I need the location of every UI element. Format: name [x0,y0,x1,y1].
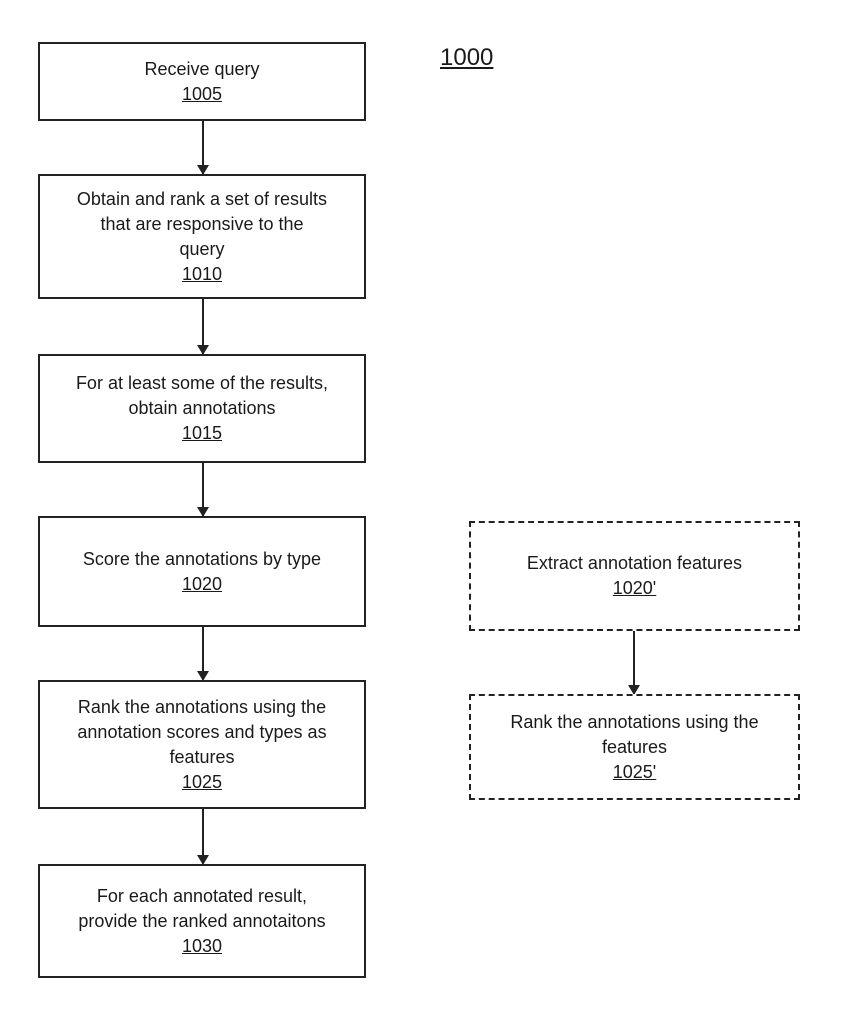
step-ref-number: 1005 [181,83,223,104]
step-ref-number: 1030 [181,935,223,956]
alt-step-box-1020p: Extract annotation features 1020' [469,521,800,631]
step-box-1005: Receive query 1005 [38,42,366,121]
step-text-line: Score the annotations by type [82,548,322,569]
step-text-line: provide the ranked annotaitons [78,910,326,931]
alt-step-box-1025p: Rank the annotations using the features 10… [469,694,800,800]
step-ref-number: 1025 [181,771,223,792]
step-text-line: Rank the annotations using the [77,696,327,717]
step-text-line: features [169,746,235,767]
step-text-line: query [179,238,225,259]
step-box-1015: For at least some of the results, obtain … [38,354,366,463]
step-text-line: obtain annotations [128,398,276,418]
step-text-line: that are responsive to the [100,213,304,234]
step-text-line: annotation scores and types as [77,721,327,742]
step-ref-number: 1025' [612,761,657,782]
figure-ref: 1000 [440,44,494,71]
step-box-1020: Score the annotations by type 1020 [38,516,366,627]
step-ref-number: 1015 [181,423,223,443]
step-text-line: Obtain and rank a set of results [76,188,328,209]
step-text-line: Rank the annotations using the [510,711,759,732]
step-box-1025: Rank the annotations using the annotation… [38,680,366,809]
step-text-line: Extract annotation features [526,553,743,573]
step-text-line: For each annotated result, [96,885,308,906]
step-text-line: For at least some of the results, [75,373,329,393]
step-box-1030: For each annotated result, provide the ra… [38,864,366,978]
step-ref-number: 1020' [612,578,657,598]
step-ref-number: 1010 [181,263,223,284]
step-text-line: features [601,736,668,757]
step-text-line: Receive query [144,58,260,79]
step-ref-number: 1020 [181,573,223,594]
step-box-1010: Obtain and rank a set of results that are… [38,174,366,299]
